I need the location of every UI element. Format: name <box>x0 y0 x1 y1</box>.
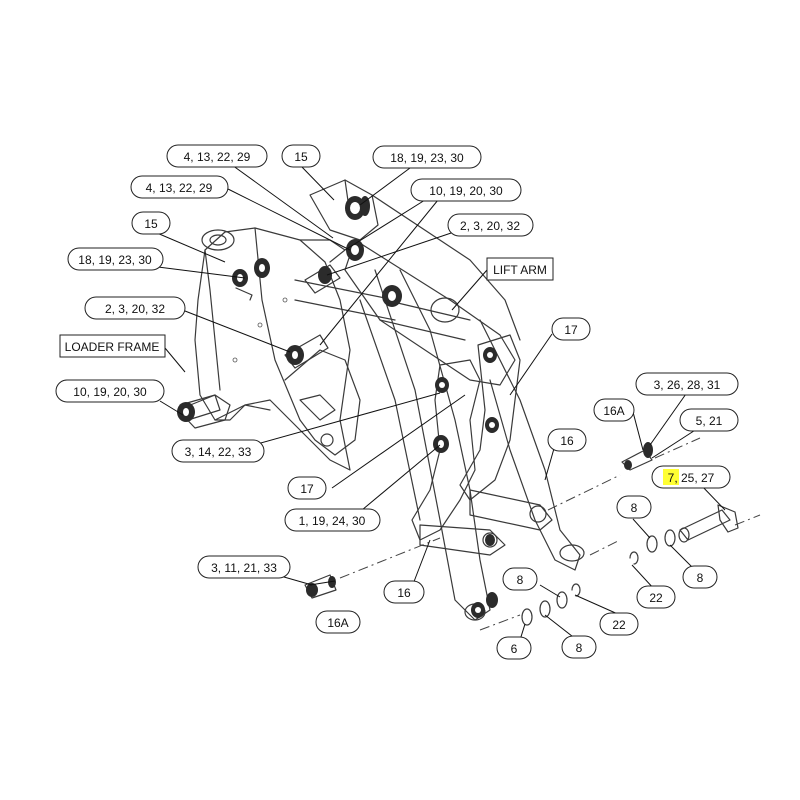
callout-text: 8 <box>517 573 524 587</box>
callout-c9: 2, 3, 20, 32 <box>84 296 186 320</box>
pin-link-end <box>485 534 495 546</box>
callout-c17: 17 <box>287 476 327 500</box>
pin-bellcrank-lower <box>433 417 499 453</box>
box-label-lift-arm: LIFT ARM <box>486 257 554 281</box>
callout-c28: 6 <box>496 636 532 660</box>
callout-c3: 18, 19, 23, 30 <box>372 145 482 169</box>
box-label-loader-frame: LOADER FRAME <box>59 334 166 358</box>
pin-16a-right <box>621 442 653 471</box>
callout-text: 6 <box>511 642 518 656</box>
pin-left-upper <box>232 258 270 301</box>
highlight-mark <box>663 469 679 485</box>
callout-c24: 22 <box>636 585 676 609</box>
callout-text: 18, 19, 23, 30 <box>78 253 152 267</box>
callout-c23: 16 <box>383 580 425 604</box>
callout-c20: 1, 19, 24, 30 <box>284 508 381 532</box>
pin-16a-lower <box>304 574 337 599</box>
lift-arm-label: LIFT ARM <box>493 263 547 277</box>
pin-left-mid <box>284 334 329 369</box>
callout-c1: 4, 13, 22, 29 <box>166 144 268 168</box>
callout-text: 22 <box>612 618 626 632</box>
callout-c26: 16A <box>315 610 361 634</box>
callout-text: 8 <box>697 571 704 585</box>
callout-c4: 4, 13, 22, 29 <box>130 175 229 199</box>
callout-c22: 8 <box>502 567 538 591</box>
callout-text: 2, 3, 20, 32 <box>105 302 165 316</box>
pin-top-right <box>345 196 370 220</box>
callout-c11: 10, 19, 20, 30 <box>55 379 165 403</box>
pin-long-right <box>678 504 739 543</box>
callout-c14: 5, 21 <box>679 408 739 432</box>
callout-text: 5, 21 <box>696 414 723 428</box>
callout-text: 2, 3, 20, 32 <box>460 219 520 233</box>
centerlines <box>339 437 761 631</box>
callout-text: 4, 13, 22, 29 <box>184 150 251 164</box>
lift-arm-drawing <box>344 194 585 621</box>
callout-text: 15 <box>294 150 308 164</box>
callout-c13: 16A <box>593 398 635 422</box>
washer-lower-1 <box>521 608 533 626</box>
pin-center <box>304 264 341 294</box>
callout-c2: 15 <box>281 144 321 168</box>
callout-text: 18, 19, 23, 30 <box>390 151 464 165</box>
callout-c16: 3, 14, 22, 33 <box>171 439 265 463</box>
pin-mid-cross <box>382 285 402 307</box>
callout-c19: 8 <box>616 495 652 519</box>
loader-frame-label: LOADER FRAME <box>65 340 160 354</box>
pin-bottom-left <box>177 394 221 422</box>
callouts: 4, 13, 22, 29 15 18, 19, 23, 30 4, 13, 2… <box>55 144 739 660</box>
callout-c29: 8 <box>561 635 597 659</box>
callout-c8: 18, 19, 23, 30 <box>67 247 164 271</box>
callout-text: 16A <box>603 404 624 418</box>
callout-text: 1, 19, 24, 30 <box>299 514 366 528</box>
callout-text: 3, 14, 22, 33 <box>185 445 252 459</box>
callout-text: 16 <box>560 434 574 448</box>
callout-text: 8 <box>576 641 583 655</box>
callout-text: 16 <box>397 586 411 600</box>
washer-right-2 <box>664 529 676 547</box>
pin-assemblies <box>177 196 499 618</box>
callout-c12: 3, 26, 28, 31 <box>635 372 739 396</box>
callout-text: 17 <box>300 482 314 496</box>
pin-lower-left-foot <box>471 592 498 618</box>
washer-lower-2 <box>539 600 551 618</box>
callout-c18: 7, 25, 27 <box>651 465 731 489</box>
callout-c6: 15 <box>131 211 171 235</box>
callout-text: 8 <box>631 501 638 515</box>
callout-c21: 3, 11, 21, 33 <box>197 555 291 579</box>
callout-text: 3, 26, 28, 31 <box>654 378 721 392</box>
callout-text: 3, 11, 21, 33 <box>211 561 277 575</box>
callout-c15: 16 <box>547 428 587 452</box>
pin-bellcrank-upper <box>435 347 497 393</box>
callout-c25: 8 <box>682 565 718 589</box>
pin-top-mid <box>346 239 364 261</box>
callout-c7: 2, 3, 20, 32 <box>447 213 534 237</box>
snap-ring-lower <box>571 583 581 597</box>
snap-ring-right <box>629 551 639 565</box>
callout-text: 4, 13, 22, 29 <box>146 181 213 195</box>
callout-text: 17 <box>564 323 578 337</box>
callout-c10: 17 <box>551 317 591 341</box>
washer-right-1 <box>646 535 658 553</box>
washer-lower-3 <box>556 591 568 609</box>
exploded-parts <box>304 442 739 626</box>
callout-text: 22 <box>649 591 663 605</box>
callout-text: 7, 25, 27 <box>668 471 715 485</box>
callout-text: 16A <box>327 616 348 630</box>
callout-text: 15 <box>144 217 158 231</box>
callout-text: 10, 19, 20, 30 <box>429 184 503 198</box>
callout-c5: 10, 19, 20, 30 <box>410 178 522 202</box>
callout-text: 10, 19, 20, 30 <box>73 385 147 399</box>
callout-c27: 22 <box>599 612 639 636</box>
loader-frame-drawing <box>177 179 396 471</box>
